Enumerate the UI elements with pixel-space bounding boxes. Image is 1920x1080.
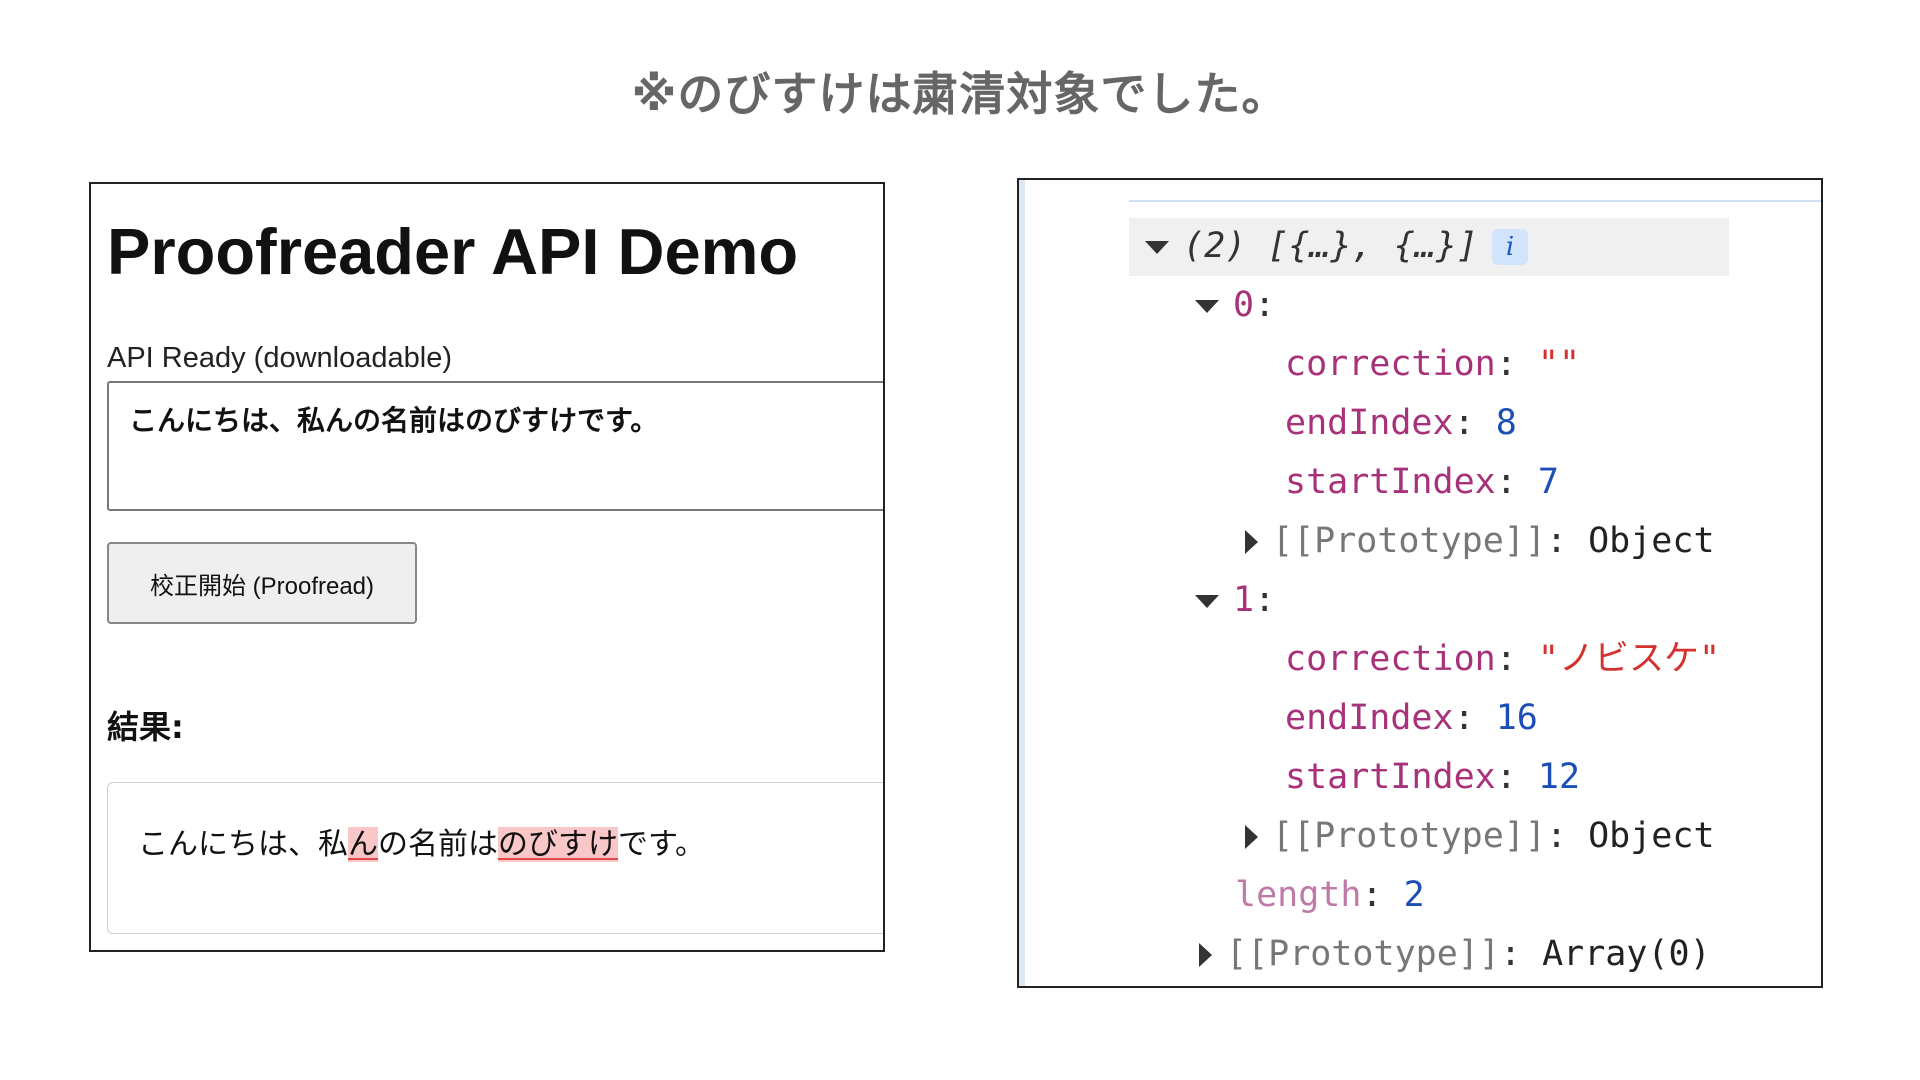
expand-triangle-icon[interactable] <box>1195 594 1219 608</box>
property-key: startIndex <box>1285 462 1496 502</box>
result-heading: 結果: <box>107 708 184 746</box>
result-text-segment: の名前は <box>378 827 498 862</box>
property-key: endIndex <box>1285 698 1454 738</box>
input-text: こんにちは、私んの名前はのびすけです。 <box>129 404 659 437</box>
property-key: length <box>1235 875 1362 915</box>
correction-value: "" <box>1537 344 1581 384</box>
startindex-value: 7 <box>1537 462 1559 502</box>
result-output: こんにちは、私んの名前はのびすけです。 <box>107 782 883 934</box>
endindex-value: 8 <box>1495 403 1517 443</box>
console-divider <box>1129 200 1821 202</box>
prototype-row[interactable]: [[Prototype]]: Object <box>1245 814 1715 858</box>
error-highlight[interactable]: ん <box>348 827 378 862</box>
property-key: endIndex <box>1285 403 1454 443</box>
prototype-value: Array(0) <box>1542 934 1711 974</box>
collapse-triangle-icon[interactable] <box>1245 825 1258 849</box>
demo-page-screenshot: Proofreader API Demo API Ready (download… <box>89 182 885 952</box>
array-summary: (2) [{…}, {…}] <box>1183 226 1479 266</box>
demo-title: Proofreader API Demo <box>107 215 799 288</box>
item-index: 1 <box>1233 580 1255 620</box>
array-summary-row[interactable]: (2) [{…}, {…}] i <box>1145 224 1529 268</box>
collapse-triangle-icon[interactable] <box>1199 943 1212 967</box>
startindex-value: 12 <box>1537 757 1581 797</box>
console-gutter <box>1019 180 1025 986</box>
collapse-triangle-icon[interactable] <box>1245 530 1258 554</box>
prototype-value: Object <box>1588 816 1715 856</box>
prototype-row[interactable]: [[Prototype]]: Object <box>1245 519 1715 563</box>
item-index: 0 <box>1233 285 1255 325</box>
startindex-property: startIndex: 7 <box>1285 462 1559 502</box>
correction-property: correction: "ノビスケ" <box>1285 639 1721 679</box>
devtools-console-screenshot: (2) [{…}, {…}] i 0: correction: "" endInd… <box>1017 178 1823 988</box>
prototype-label: [[Prototype]] <box>1226 934 1500 974</box>
length-property: length: 2 <box>1235 875 1425 915</box>
endindex-value: 16 <box>1495 698 1538 738</box>
array-item-1-row[interactable]: 1: <box>1195 578 1275 622</box>
info-icon[interactable]: i <box>1492 229 1529 265</box>
property-key: correction <box>1285 344 1496 384</box>
proofread-button[interactable]: 校正開始 (Proofread) <box>107 542 417 624</box>
property-key: startIndex <box>1285 757 1496 797</box>
page-caption: ※のびすけは粛清対象でした。 <box>631 67 1289 121</box>
length-value: 2 <box>1403 875 1425 915</box>
result-text-segment: です。 <box>618 827 705 862</box>
error-highlight[interactable]: のびすけ <box>498 827 618 862</box>
startindex-property: startIndex: 12 <box>1285 757 1581 797</box>
array-item-0-row[interactable]: 0: <box>1195 283 1275 327</box>
array-prototype-row[interactable]: [[Prototype]]: Array(0) <box>1199 932 1711 976</box>
correction-value: "ノビスケ" <box>1537 639 1721 679</box>
result-text-segment: こんにちは、私 <box>138 827 348 862</box>
prototype-label: [[Prototype]] <box>1272 521 1546 561</box>
expand-triangle-icon[interactable] <box>1195 299 1219 313</box>
expand-triangle-icon[interactable] <box>1145 240 1169 254</box>
array-summary-row-bg <box>1129 218 1729 276</box>
correction-property: correction: "" <box>1285 344 1581 384</box>
property-key: correction <box>1285 639 1496 679</box>
api-status-label: API Ready (downloadable) <box>107 342 452 374</box>
input-textarea[interactable]: こんにちは、私んの名前はのびすけです。 <box>107 381 883 511</box>
endindex-property: endIndex: 16 <box>1285 698 1538 738</box>
prototype-label: [[Prototype]] <box>1272 816 1546 856</box>
endindex-property: endIndex: 8 <box>1285 403 1517 443</box>
prototype-value: Object <box>1588 521 1715 561</box>
